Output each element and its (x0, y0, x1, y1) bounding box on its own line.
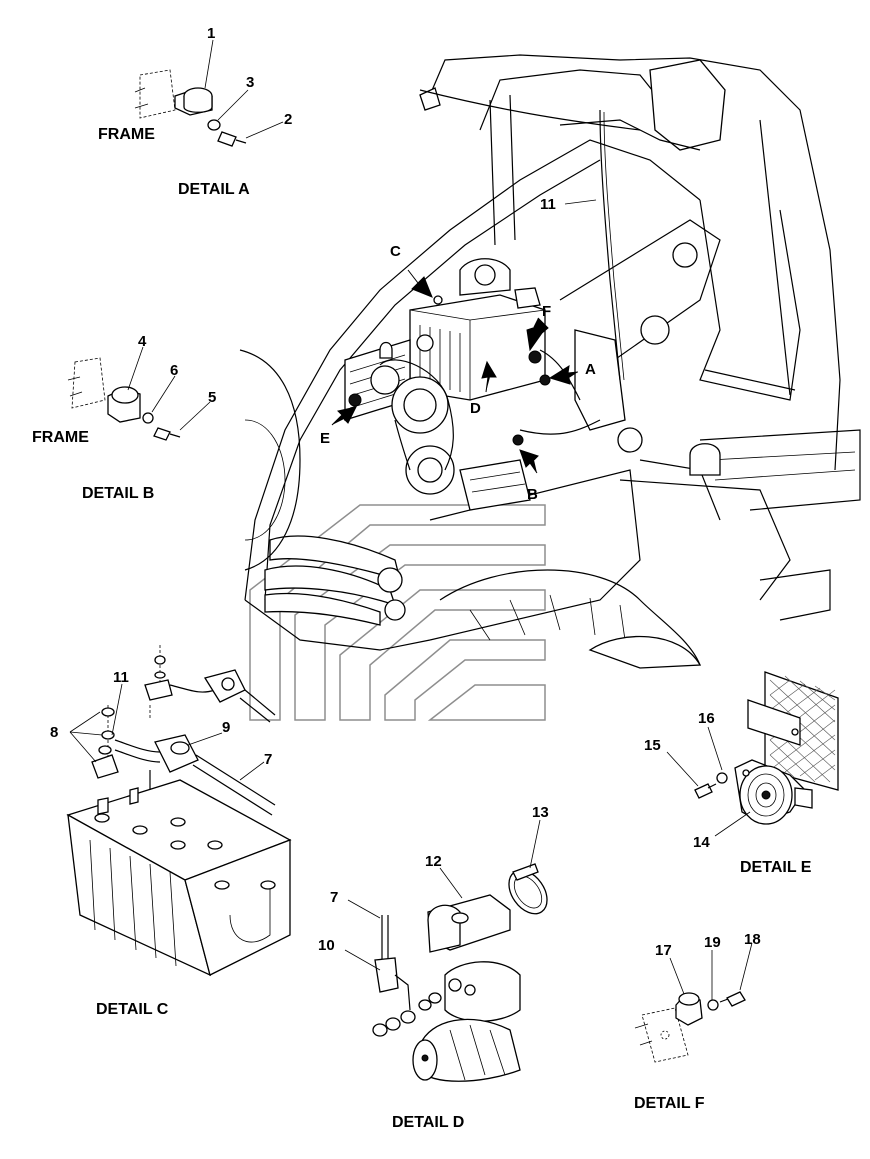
detail-c-part-7: 7 (264, 751, 272, 768)
detail-f-part-19: 19 (704, 934, 721, 951)
detail-f-part-17: 17 (655, 942, 672, 959)
detail-b-part-4: 4 (138, 333, 147, 350)
detail-e-caption: DETAIL E (740, 859, 812, 876)
detail-b-illustration (67, 346, 211, 441)
detail-e-part-14: 14 (693, 834, 710, 851)
callout-letter-c: C (390, 243, 401, 260)
detail-d-part-12: 12 (425, 853, 442, 870)
detail-f-caption: DETAIL F (634, 1095, 705, 1112)
detail-a-part-3: 3 (246, 74, 254, 91)
detail-d-part-13: 13 (532, 804, 549, 821)
detail-d-starter-illustration (344, 819, 548, 1082)
detail-a-caption: DETAIL A (178, 181, 250, 198)
detail-f-part-18: 18 (744, 931, 761, 948)
callout-letter-b: B (527, 486, 538, 503)
detail-e-part-16: 16 (698, 710, 715, 727)
machine-illustration (239, 54, 861, 669)
detail-c-part-11: 11 (113, 669, 129, 686)
detail-a-frame-label: FRAME (98, 126, 155, 143)
detail-c-caption: DETAIL C (96, 1001, 169, 1018)
detail-e-part-15: 15 (644, 737, 661, 754)
detail-b-part-5: 5 (208, 389, 216, 406)
part-number-11-main: 11 (540, 196, 556, 213)
detail-b-part-6: 6 (170, 362, 178, 379)
callout-letter-e: E (320, 430, 330, 447)
callout-letter-a: A (585, 361, 596, 378)
detail-f-illustration (634, 942, 753, 1063)
detail-c-part-8: 8 (50, 724, 58, 741)
detail-a-part-1: 1 (207, 25, 215, 42)
detail-d-part-7: 7 (330, 889, 338, 906)
detail-a-illustration (134, 39, 284, 147)
callout-letter-f: F (542, 303, 551, 320)
detail-e-horn-illustration (666, 671, 839, 837)
detail-c-part-9: 9 (222, 719, 230, 736)
detail-b-caption: DETAIL B (82, 485, 154, 502)
detail-d-part-10: 10 (318, 937, 335, 954)
detail-c-battery-illustration (66, 645, 292, 977)
detail-a-part-2: 2 (284, 111, 292, 128)
detail-d-caption: DETAIL D (392, 1114, 464, 1131)
detail-b-frame-label: FRAME (32, 429, 89, 446)
callout-letter-d: D (470, 400, 481, 417)
